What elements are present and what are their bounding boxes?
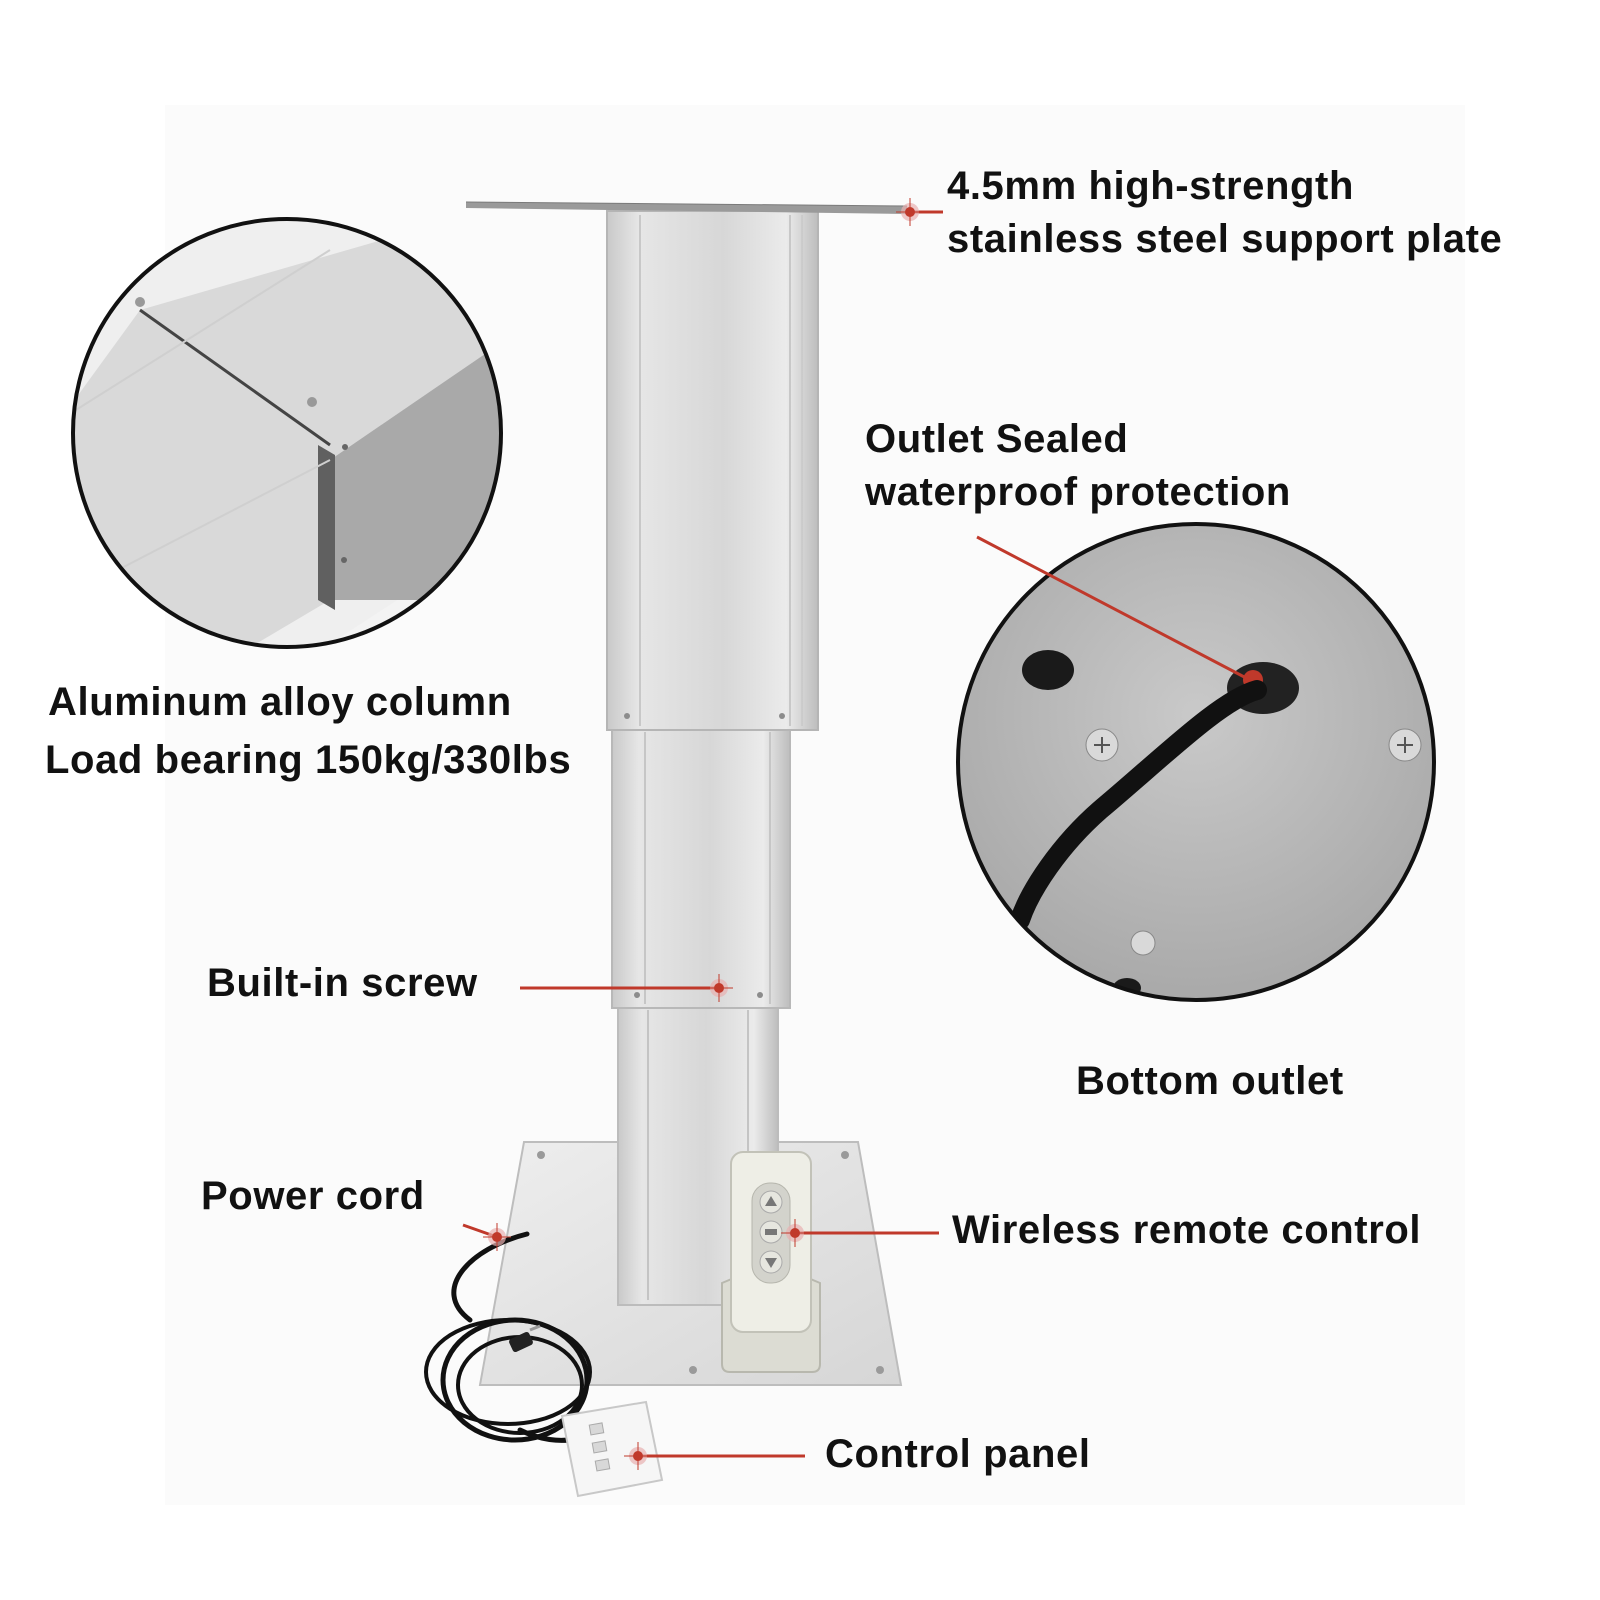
wireless-remote-label: Wireless remote control (952, 1208, 1422, 1252)
control-panel-label: Control panel (825, 1432, 1091, 1476)
column-middle-segment (611, 727, 791, 1009)
top-support-plate (465, 201, 908, 214)
bottom-outlet-closeup-circle (956, 522, 1436, 1002)
outlet-sealed-label-line2: waterproof protection (865, 470, 1291, 514)
wireless-remote-icon (730, 1151, 812, 1333)
leader-lines (462, 210, 1251, 1458)
support-plate-label-line1: 4.5mm high-strength (947, 164, 1354, 208)
bottom-outlet-label: Bottom outlet (1076, 1059, 1344, 1103)
outlet-sealed-label: Outlet Sealed waterproof protection (865, 413, 1291, 519)
aluminum-column-label-line1: Aluminum alloy column (48, 680, 512, 724)
power-cord-label: Power cord (201, 1174, 425, 1218)
support-plate-label-line2: stainless steel support plate (947, 217, 1503, 261)
support-plate-label: 4.5mm high-strength stainless steel supp… (947, 160, 1502, 266)
aluminum-column-label-line2: Load bearing 150kg/330lbs (45, 738, 572, 782)
column-upper-segment (606, 210, 819, 731)
built-in-screw-label: Built-in screw (207, 961, 478, 1005)
aluminum-column-label: Aluminum alloy column Load bearing 150kg… (45, 673, 571, 789)
control-panel-box (560, 1400, 664, 1498)
outlet-sealed-label-line1: Outlet Sealed (865, 417, 1129, 461)
marker-support-plate (895, 197, 925, 227)
plug-icon (509, 1324, 541, 1353)
